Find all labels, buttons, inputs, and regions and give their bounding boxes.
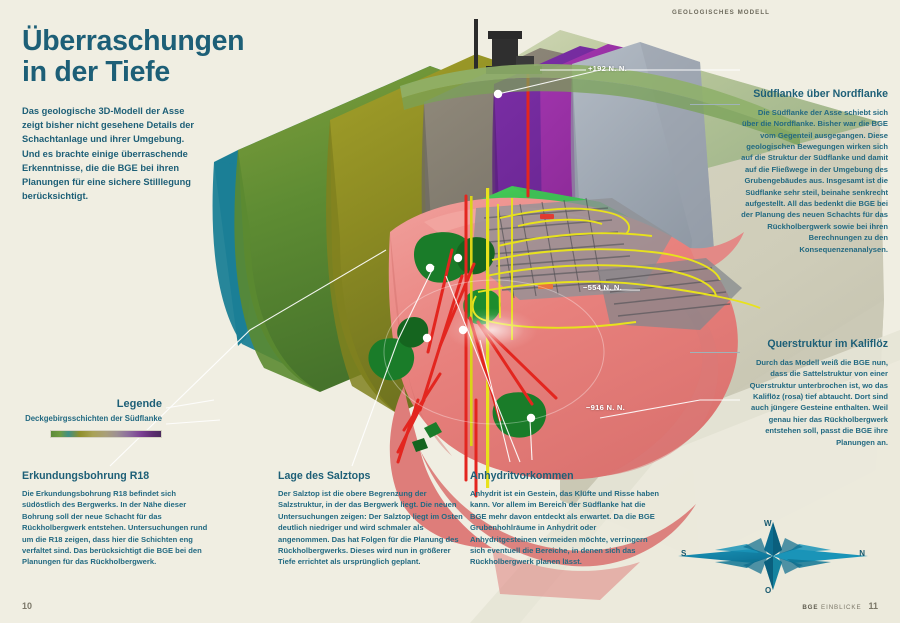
callout-salztop-text: Der Salztop ist die obere Begrenzung der… (278, 489, 463, 567)
callout-leaders (109, 69, 740, 467)
compass-label-east: O (765, 586, 772, 595)
page-title: Überraschungen in der Tiefe (22, 26, 282, 88)
folio-left: 10 (22, 601, 33, 611)
callout-anhydritvorkommen: Anhydritvorkommen Anhydrit ist ein Geste… (470, 470, 660, 568)
legend-title: Legende (116, 398, 162, 410)
compass-labels: N S W O (678, 518, 868, 596)
callout-dots (422, 89, 536, 423)
page-title-line2: in der Tiefe (22, 55, 170, 88)
page-title-line1: Überraschungen (22, 25, 245, 57)
influence-circle (383, 279, 605, 425)
elevation-label-surface: +192 N. N. (588, 64, 628, 73)
elevation-label-bottom: −916 N. N. (586, 403, 626, 412)
callout-erkundungsbohrung-r18: Erkundungsbohrung R18 Die Erkundungsbohr… (22, 470, 212, 568)
elevation-label-mid: −554 N. N. (583, 283, 623, 292)
brand-bge: BGE (802, 604, 819, 611)
compass-label-south: S (681, 549, 687, 558)
compass-label-north: N (859, 549, 865, 558)
brand-einblicke: EINBLICKE (821, 604, 862, 611)
callout-suedflanke-text: Die Südflanke der Asse schiebt sich über… (741, 107, 888, 254)
callout-querstruktur-im-kalifloez: Querstruktur im Kaliflöz Durch das Model… (740, 338, 888, 448)
running-head: GEOLOGISCHES MODELL (672, 9, 770, 16)
callout-querstruktur-title: Querstruktur im Kaliflöz (767, 338, 888, 350)
brand-mark: BGE EINBLICKE (802, 604, 861, 611)
rule-suedflanke (690, 104, 740, 106)
callout-r18-text: Die Erkundungsbohrung R18 befindet sich … (22, 489, 208, 567)
callout-suedflanke-ueber-nordflanke: Südflanke über Nordflanke Die Südflanke … (740, 88, 888, 255)
surface-grass (400, 63, 800, 146)
legend-gradient-bar (50, 429, 162, 438)
rule-querstruktur (690, 352, 740, 354)
legend: Legende Deckgebirgsschichten der Südflan… (22, 398, 162, 438)
folio-right: BGE EINBLICKE 11 (802, 601, 878, 611)
callout-anhydrit-title: Anhydritvorkommen (470, 470, 574, 482)
compass-rose (678, 522, 868, 590)
folio-right-number: 11 (868, 601, 878, 611)
callout-anhydrit-text: Anhydrit ist ein Gestein, das Klüfte und… (470, 489, 660, 567)
callout-querstruktur-text: Durch das Modell weiß die BGE nun, dass … (749, 357, 888, 447)
legend-subtitle: Deckgebirgsschichten der Südflanke (25, 414, 162, 423)
callout-lage-des-salztops: Lage des Salztops Der Salztop ist die ob… (278, 470, 468, 568)
shaft-halo (446, 308, 538, 352)
compass-label-west: W (764, 519, 772, 528)
callout-r18-title: Erkundungsbohrung R18 (22, 470, 150, 482)
callout-suedflanke-title: Südflanke über Nordflanke (753, 88, 888, 100)
intro-paragraph: Das geologische 3D-Modell der Asse zeigt… (22, 106, 195, 202)
callout-salztop-title: Lage des Salztops (278, 470, 371, 482)
